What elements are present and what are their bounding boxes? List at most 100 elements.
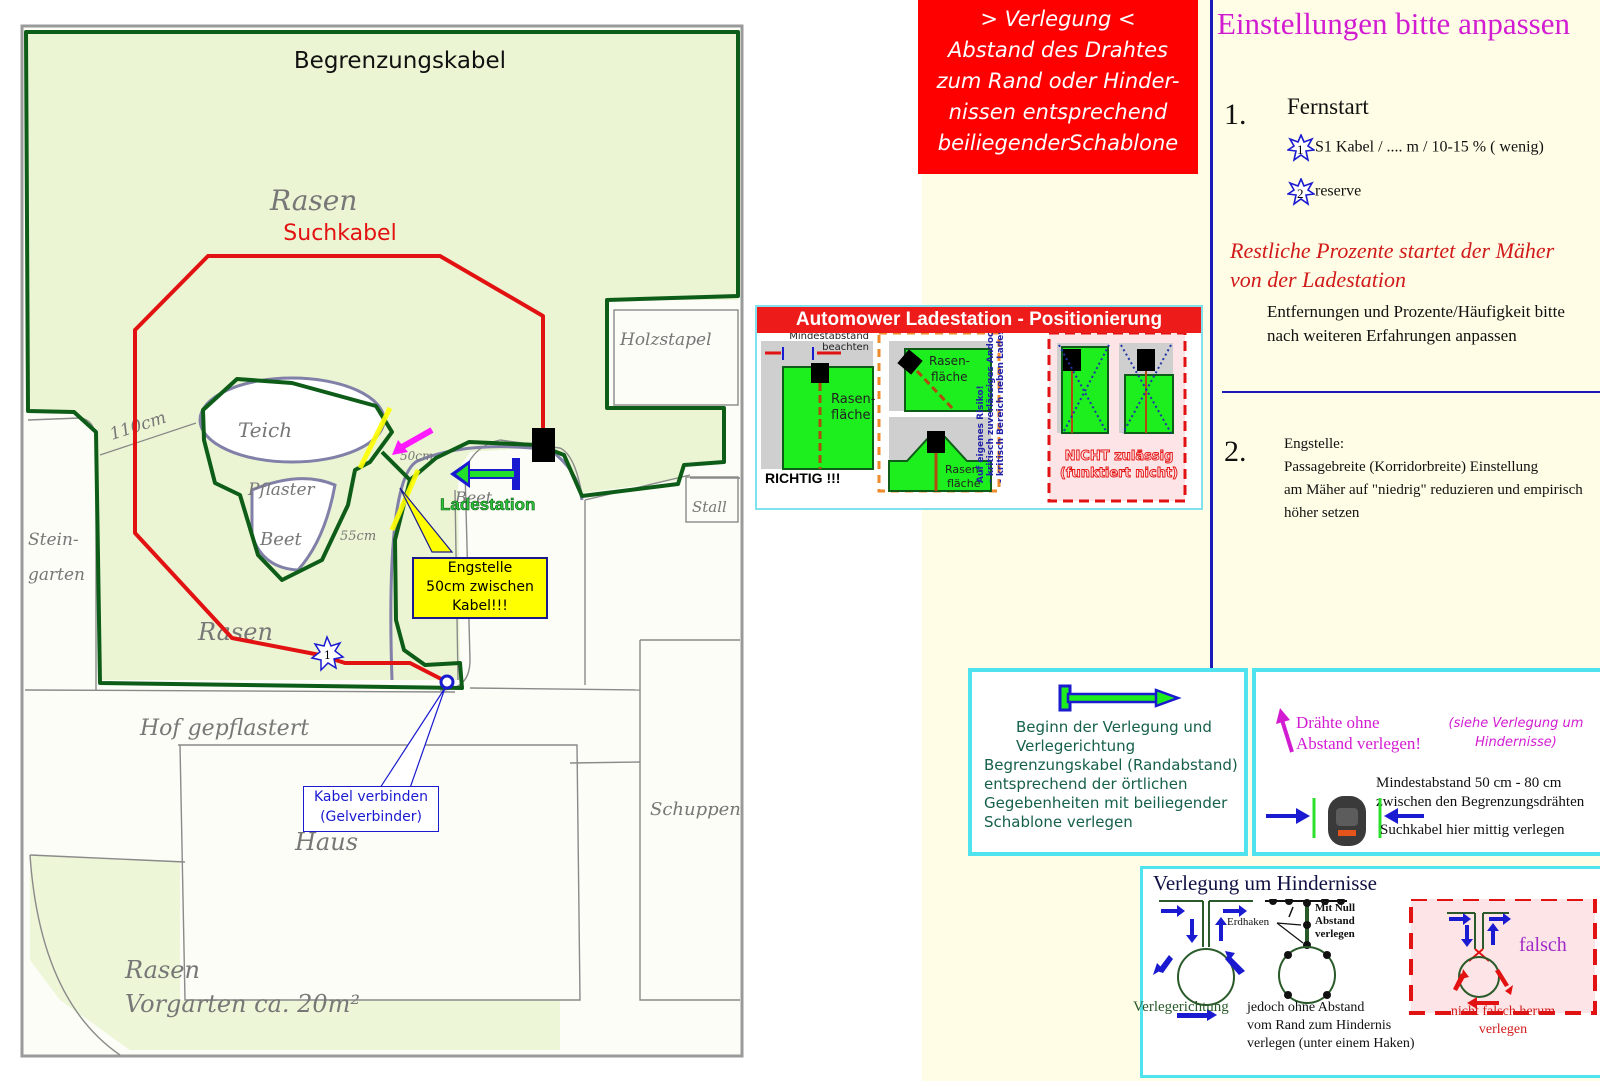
note-line: Restliche Prozente startet der Mäher [1230,238,1555,263]
risk-note: Auf eigenes Risiko! [976,385,986,483]
min-distance-label: Mindestabstand [789,333,869,342]
verlegung-line: nissen entsprechend [948,100,1168,124]
note-line: Entfernungen und Prozente/Häufigkeit bit… [1267,302,1565,321]
correct-placement-diagram: Mindestabstand beachten Rasen- fläche RI… [761,333,876,486]
label-beet-right: Beet [454,488,493,507]
verlegung-line: beiliegenderSchablone [937,131,1179,155]
note-line: Mindestabstand 50 cm - 80 cm [1376,775,1562,791]
magenta-arrow-icon [1276,708,1294,753]
boundary-wire-title: Begrenzungskabel [294,48,506,74]
label-55cm: 55cm [340,529,376,544]
note-line: nicht falsch herum [1450,1004,1556,1019]
lawn-label: fläche [831,408,871,423]
label-rasen-bottom: Rasen [124,956,200,984]
zero-distance-label: Abstand [1315,915,1355,927]
svg-text:1: 1 [324,649,331,662]
start-arrow-icon [1058,684,1182,712]
lawn-label: fläche [931,370,968,384]
risk-note: - kritisch zuverlässiges Andocken [986,333,996,483]
section2-line: Engstelle: [1284,436,1344,452]
settings-title: Einstellungen bitte anpassen [1217,6,1570,41]
section2-line: höher setzen [1284,505,1360,521]
label-haus: Haus [294,828,358,856]
note-line: Hindernisse) [1475,735,1557,750]
label-steingarten-1: Stein- [28,530,79,550]
section1-heading: Fernstart [1287,94,1369,119]
settings-divider-vertical [1210,0,1213,668]
note-line: zwischen den Begrenzungsdrähten [1376,794,1585,810]
label-50cm: 50cm [400,449,433,463]
legend-start-text: Begrenzungskabel (Randabstand) entsprech… [984,756,1238,832]
hooks-label: Erdhaken [1227,916,1270,928]
verlegung-line: zum Rand oder Hinder- [936,69,1180,93]
label-schuppen: Schuppen [650,799,741,820]
section2-text: Engstelle: Passagebreite (Korridorbreite… [1284,433,1583,525]
wrong-placement-diagram: NICHT zulässig (funktiert nicht) [1047,333,1187,503]
cable-connector-icon [439,674,455,690]
mower-corridor-illustration [1266,796,1424,846]
callout-line: (Gelverbinder) [320,809,422,825]
kabel-callout: Kabel verbinden (Gelverbinder) [303,786,439,832]
legend-line: Schablone verlegen [984,813,1133,831]
narrow-highlight-1 [357,406,393,470]
note-line: (siehe Verlegung um [1448,716,1584,731]
narrow-passage-arrow-icon [392,427,434,455]
risk-placement-diagram: Rasen- fläche Rasen- fläche Auf eigenes … [877,333,1006,493]
section2-line: Passagebreite (Korridorbreite) Einstellu… [1284,459,1539,475]
verlegung-line: Abstand des Drahtes [948,38,1168,62]
start-marker-star-icon: 1 [310,634,345,672]
ladestation-label: Ladestation [440,495,535,514]
label-vorgarten: Vorgarten ca. 20m² [125,990,360,1018]
legend-corridor-box: Drähte ohne Abstand verlegen! (siehe Ver… [1252,668,1600,856]
note-line: jedoch ohne Abstand [1247,1000,1365,1015]
callout-line: 50cm zwischen [426,579,534,595]
settings-divider-horizontal [1222,391,1600,393]
boundary-wire [24,30,740,690]
front-lawn-area [30,855,560,1050]
lawn-label: Rasen- [831,392,876,407]
wrong-loop-diagram: falsch [1409,899,1597,1015]
lawn-area [26,32,738,680]
zero-distance-label: Mit Null [1315,902,1355,914]
obstacles-diagrams: Erdhaken Mit Null Abstand verlegen falsc… [1153,899,1597,1021]
narrow-highlight-2 [389,469,421,531]
label-steingarten-2: garten [28,565,85,585]
note-line: von der Ladestation [1230,267,1406,292]
right-bed-shape [389,445,584,681]
label-rasen-top: Rasen [269,184,357,217]
legend-start-heading: Beginn der Verlegung und Verlegerichtung [1016,718,1212,756]
svg-text:1: 1 [1297,142,1304,157]
boundary-island-pond [201,377,394,582]
verlegung-info-box: > Verlegung < Abstand des Drahtes zum Ra… [918,0,1198,174]
legend-obstacles-box: Verlegung um Hindernisse [1133,866,1600,1078]
label-rasen-mid: Rasen [197,618,273,646]
label-teich: Teich [238,418,292,442]
note-line: Drähte ohne [1296,713,1380,732]
not-allowed-label: (funktiert nicht) [1060,466,1178,481]
engstelle-callout-pointer [399,487,454,553]
legend-line: entsprechend der örtlichen [984,775,1188,793]
wrong-label: falsch [1519,934,1567,956]
callout-line: Engstelle [447,560,513,576]
label-stall: Stall [692,498,727,516]
guide-wire-title: Suchkabel [283,221,396,246]
legend-line: Gegebenheiten mit beiliegender [984,794,1228,812]
label-hof: Hof gepflastert [139,716,309,741]
legend-line: Begrenzungskabel (Randabstand) [984,756,1238,774]
positioning-diagrams: Mindestabstand beachten Rasen- fläche RI… [761,333,1187,503]
zero-distance-diagram: Erdhaken Mit Null Abstand verlegen [1227,899,1355,1004]
engstelle-callout: Engstelle 50cm zwischen Kabel!!! [412,557,548,619]
note-line: nach weiteren Erfahrungen anpassen [1267,326,1517,345]
item-text: reserve [1315,182,1362,200]
obstacles-note: jedoch ohne Abstand vom Rand zum Hindern… [1247,999,1415,1053]
note-line: verlegen [1478,1022,1528,1037]
left-arrow-head [1296,808,1310,824]
not-allowed-label: NICHT zulässig [1065,449,1174,464]
legend-start-box: Beginn der Verlegung und Verlegerichtung… [968,668,1248,856]
positioning-panel-title: Automower Ladestation - Positionierung [757,307,1201,333]
corridor-wire [380,450,412,482]
pencil-lines [24,309,740,1056]
section1-red-note: Restliche Prozente startet der Mäher von… [1230,236,1554,294]
note-line: vom Rand zum Hindernis [1247,1018,1392,1033]
label-pflaster: Pflaster [247,480,316,500]
